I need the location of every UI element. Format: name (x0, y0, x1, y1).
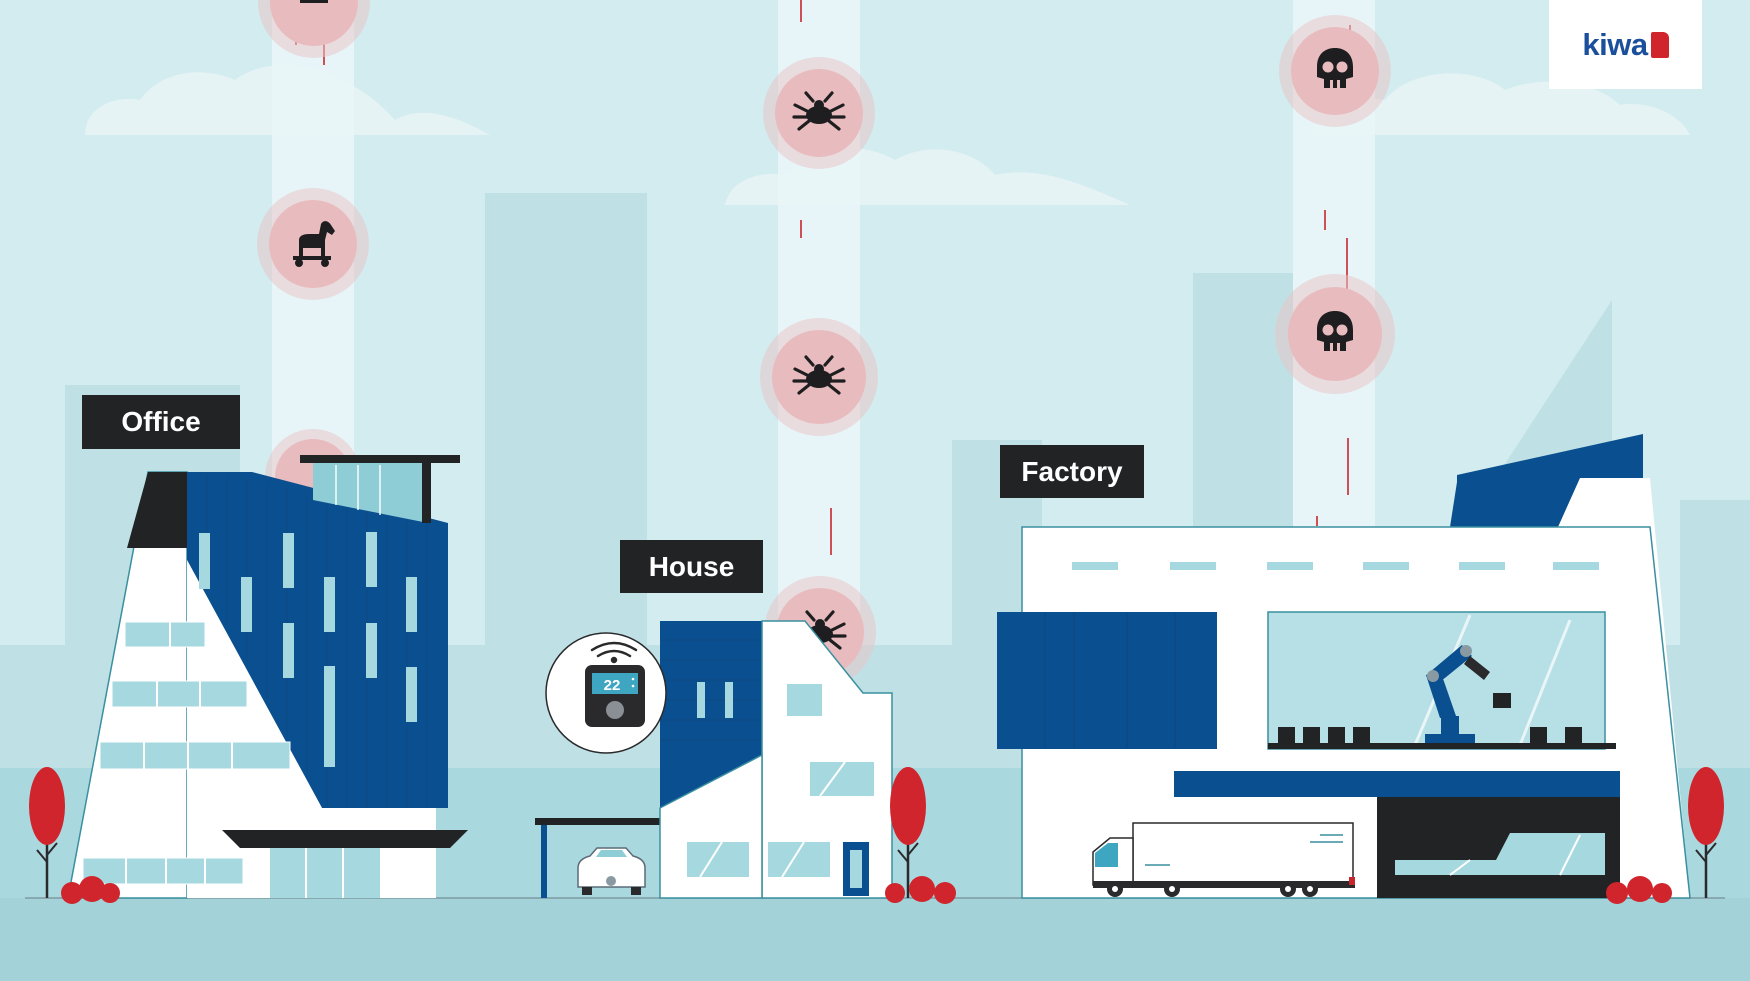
house-building: 22 (535, 620, 893, 899)
thermostat-bubble: 22 (545, 632, 667, 754)
threat-bubble (1279, 15, 1391, 127)
robot-arm (1425, 645, 1511, 743)
thermostat-temperature: 22 (604, 677, 621, 694)
logo-text: kiwa (1582, 26, 1648, 62)
threat-bubble (258, 0, 370, 58)
trees (29, 767, 1724, 904)
factory-label: Factory (1000, 445, 1144, 498)
delivery-truck (1092, 822, 1355, 897)
office-building (67, 455, 468, 899)
kiwa-logo: kiwa (1549, 0, 1702, 89)
smart-thermostat: 22 (585, 665, 645, 727)
car (577, 847, 646, 895)
threat-bubble (1275, 274, 1395, 394)
house-label: House (620, 540, 763, 593)
threat-bubble (763, 57, 875, 169)
tree (1606, 767, 1724, 904)
wifi-icon (590, 641, 638, 664)
threat-bubbles (257, 0, 1395, 688)
logo-mark (1650, 31, 1669, 58)
tree (885, 767, 956, 904)
threat-bubble (257, 188, 369, 300)
office-label: Office (82, 395, 240, 449)
factory-building (997, 434, 1691, 899)
threat-bubble (760, 318, 878, 436)
tree (29, 767, 120, 904)
